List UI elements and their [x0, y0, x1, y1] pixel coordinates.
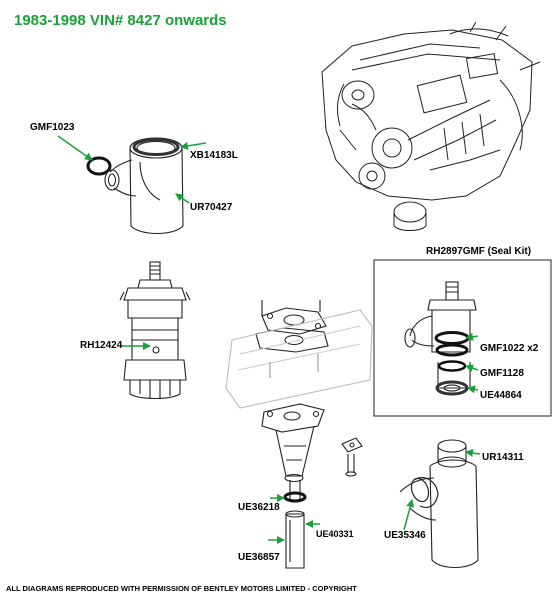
xb14183l-seal [132, 138, 180, 156]
gmf1128-oring [437, 360, 467, 372]
label-ue40331: UE40331 [316, 529, 354, 539]
label-seal-kit: RH2897GMF (Seal Kit) [426, 246, 532, 257]
seal-kit-valve [404, 281, 477, 389]
centre-assembly [225, 300, 373, 569]
bolt-and-clip [341, 437, 363, 477]
label-gmf1023: GMF1023 [30, 122, 75, 133]
gmf1023-oring [86, 156, 112, 176]
label-ue36857: UE36857 [238, 552, 280, 563]
label-ur70427: UR70427 [190, 202, 233, 213]
label-rh12424: RH12424 [80, 340, 123, 351]
label-ue44864: UE44864 [480, 390, 522, 401]
label-gmf1128: GMF1128 [480, 368, 524, 379]
label-gmf1022: GMF1022 x2 [480, 343, 539, 354]
ue35346-cap [410, 477, 439, 509]
label-xb14183l: XB14183L [190, 150, 238, 161]
ue36218-oring [283, 491, 307, 503]
engine-illustration [321, 21, 541, 231]
ur14311-housing [399, 439, 479, 569]
label-ue35346: UE35346 [384, 530, 426, 541]
ue44864-seal [435, 380, 469, 396]
ur70427-housing [104, 137, 184, 235]
seal-kit-box [373, 259, 552, 417]
pointer-arrows [57, 135, 481, 544]
copyright-footer: ALL DIAGRAMS REPRODUCED WITH PERMISSION … [6, 584, 357, 593]
label-ue36218: UE36218 [238, 502, 280, 513]
rh12424-cartridge [119, 261, 191, 400]
page-title: 1983-1998 VIN# 8427 onwards [14, 12, 227, 29]
label-ur14311: UR14311 [482, 452, 524, 463]
